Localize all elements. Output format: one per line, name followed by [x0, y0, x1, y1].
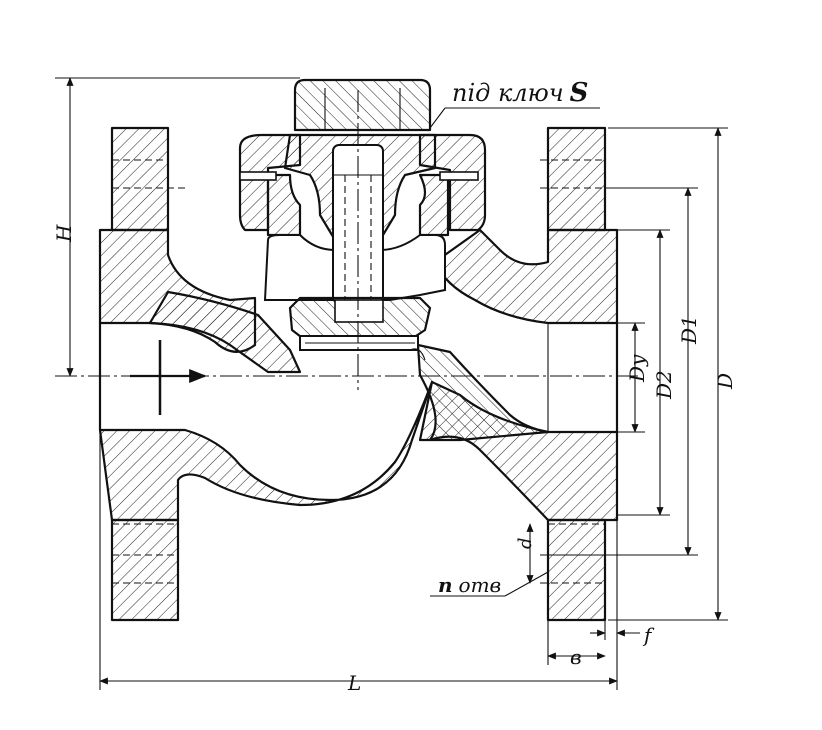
- bonnet-sleeve-left: [266, 173, 302, 237]
- disk-nut: [334, 299, 384, 323]
- gasket-left: [239, 171, 277, 181]
- right-upper-body: [433, 228, 619, 325]
- dim-Dy-label: Dу: [625, 354, 649, 383]
- dim-D1-label: D1: [677, 315, 701, 345]
- bonnet-right: [418, 133, 487, 232]
- right-flange-upper: [546, 126, 607, 232]
- left-flange-upper: [110, 126, 170, 232]
- leader-key: [429, 107, 446, 129]
- gasket-right: [439, 171, 479, 181]
- dim-b-label: в: [570, 645, 582, 669]
- left-bolt-hole-bottom: [112, 554, 178, 584]
- partition-lower: [416, 343, 550, 442]
- bonnet-left: [238, 133, 302, 232]
- cap-inner: [324, 88, 401, 130]
- partition-seat-line: [409, 348, 426, 361]
- dim-L-label: L: [347, 671, 361, 695]
- dim-D2-label: D2: [652, 370, 676, 400]
- left-flange-lower: [110, 518, 180, 622]
- bonnet-sleeve-right: [418, 173, 450, 237]
- dim-D-label: D: [713, 373, 737, 390]
- right-flange-lower: [546, 518, 607, 622]
- cap-nut: [293, 78, 432, 132]
- leader-n-holes-arrow: [504, 571, 549, 597]
- left-bolt-hole-top: [112, 159, 185, 189]
- dim-f-label: f: [642, 623, 655, 647]
- stem-thread-hidden: [344, 175, 372, 300]
- left-lower-body: [98, 380, 434, 522]
- dim-d-label: d: [515, 537, 536, 549]
- dim-H-label: H: [52, 224, 76, 243]
- partition-upper: [148, 290, 302, 374]
